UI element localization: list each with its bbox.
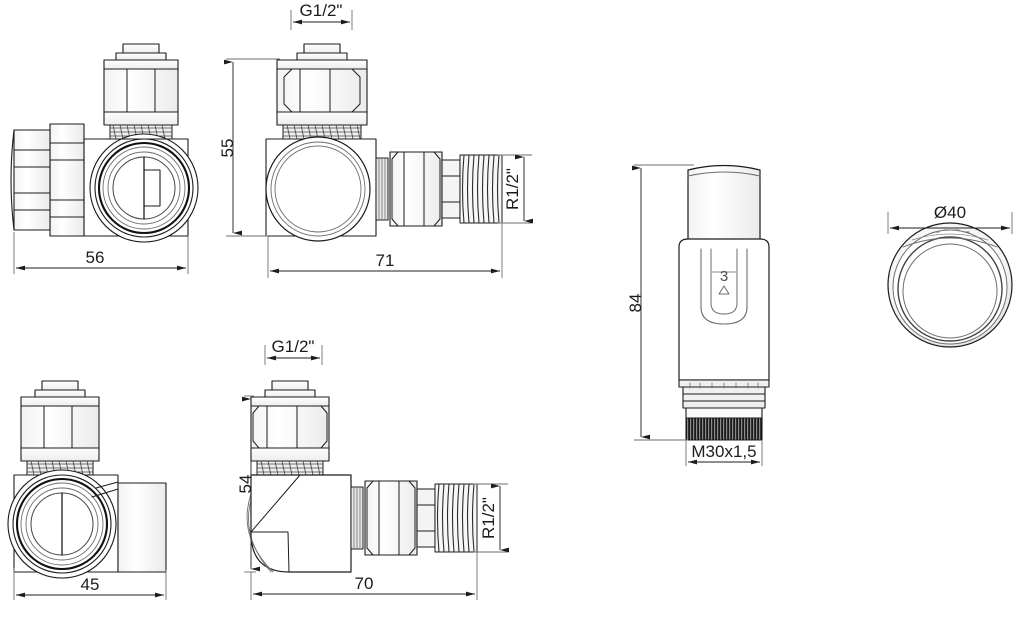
dimension-label-54: 54 xyxy=(236,475,255,494)
dimension-45 xyxy=(13,568,167,600)
dimension-label-71: 71 xyxy=(376,251,395,270)
dimension-71 xyxy=(267,222,503,278)
dimension-label-70: 70 xyxy=(355,574,374,593)
valve-bottom-left-geometry xyxy=(7,380,167,579)
dimension-label-d40: Ø40 xyxy=(934,203,966,222)
dimension-r12-top xyxy=(498,154,533,224)
dimension-label-55: 55 xyxy=(218,139,237,158)
dimension-g12-top xyxy=(290,10,353,30)
valve-bottom-middle-geometry xyxy=(246,380,478,573)
dimension-label-r12-top: R1/2" xyxy=(503,168,522,210)
dimension-label-m30: M30x1,5 xyxy=(691,442,756,461)
dimension-label-45: 45 xyxy=(81,575,100,594)
valve-top-left-geometry xyxy=(10,43,199,243)
thermostatic-head-setting-label: 3 xyxy=(720,268,728,285)
dimension-g12-bottom xyxy=(264,345,323,365)
dimension-label-56: 56 xyxy=(86,248,105,267)
dimension-m30 xyxy=(685,440,763,466)
dimension-55 xyxy=(224,58,280,237)
head-top-view-geometry xyxy=(887,222,1013,348)
dimension-d40 xyxy=(887,212,1013,234)
valve-top-middle-geometry xyxy=(265,43,503,242)
dimension-label-84: 84 xyxy=(626,294,645,313)
dimension-70 xyxy=(250,552,478,600)
dimension-label-g12-top: G1/2" xyxy=(300,1,343,20)
dimension-54 xyxy=(242,395,260,573)
thermostatic-head-geometry xyxy=(678,164,770,441)
dimension-label-r12-bottom: R1/2" xyxy=(479,497,498,539)
dimension-r12-bottom xyxy=(473,483,509,553)
dimension-label-g12-bottom: G1/2" xyxy=(272,337,315,356)
dimension-84 xyxy=(632,164,694,441)
dimension-56 xyxy=(13,232,189,274)
